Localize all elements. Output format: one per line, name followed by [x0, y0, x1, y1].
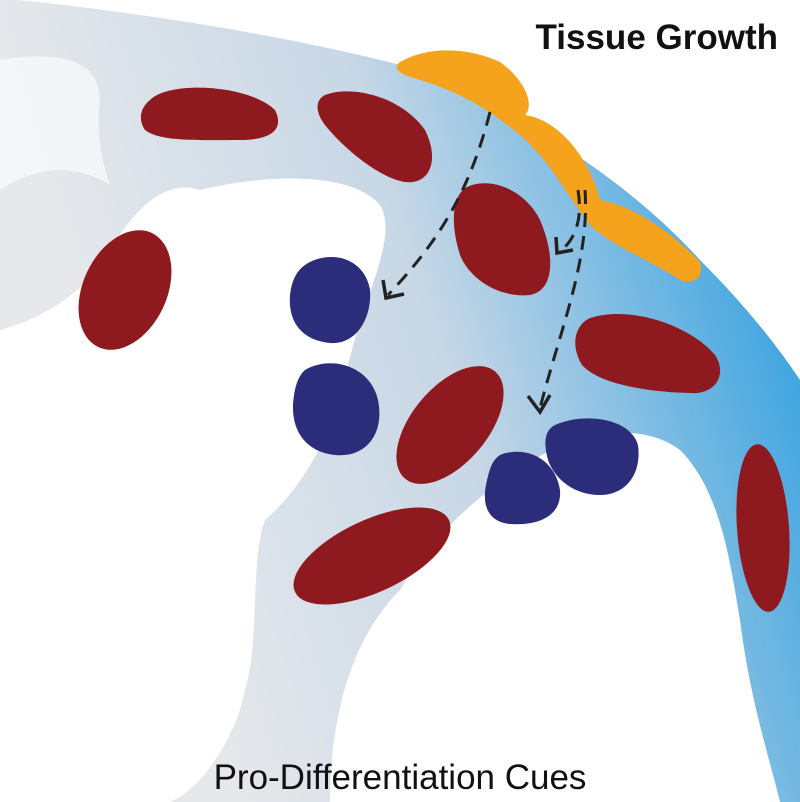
- red-cell: [736, 444, 790, 612]
- red-cell: [140, 87, 279, 141]
- red-cell: [575, 313, 721, 394]
- red-cell: [396, 366, 504, 484]
- blue-cell: [545, 418, 639, 495]
- pore: [0, 56, 110, 190]
- surface-cell-layer: [396, 50, 701, 282]
- red-cell: [293, 507, 451, 605]
- migration-arrow: [386, 111, 492, 297]
- red-cell: [317, 91, 433, 183]
- red-cell: [78, 230, 172, 350]
- blue-cell: [289, 257, 371, 344]
- arrowhead-icon: [554, 236, 574, 256]
- migration-arrow: [538, 189, 588, 409]
- pro-differentiation-caption: Pro-Differentiation Cues: [213, 758, 587, 797]
- blue-cell: [484, 451, 561, 525]
- migration-arrow: [560, 189, 581, 252]
- pore: [330, 432, 780, 802]
- red-cell: [453, 183, 551, 296]
- arrowhead-icon: [381, 279, 405, 301]
- blue-cell: [292, 363, 380, 456]
- arrowhead-icon: [526, 394, 552, 416]
- tissue-growth-label: Tissue Growth: [535, 18, 778, 57]
